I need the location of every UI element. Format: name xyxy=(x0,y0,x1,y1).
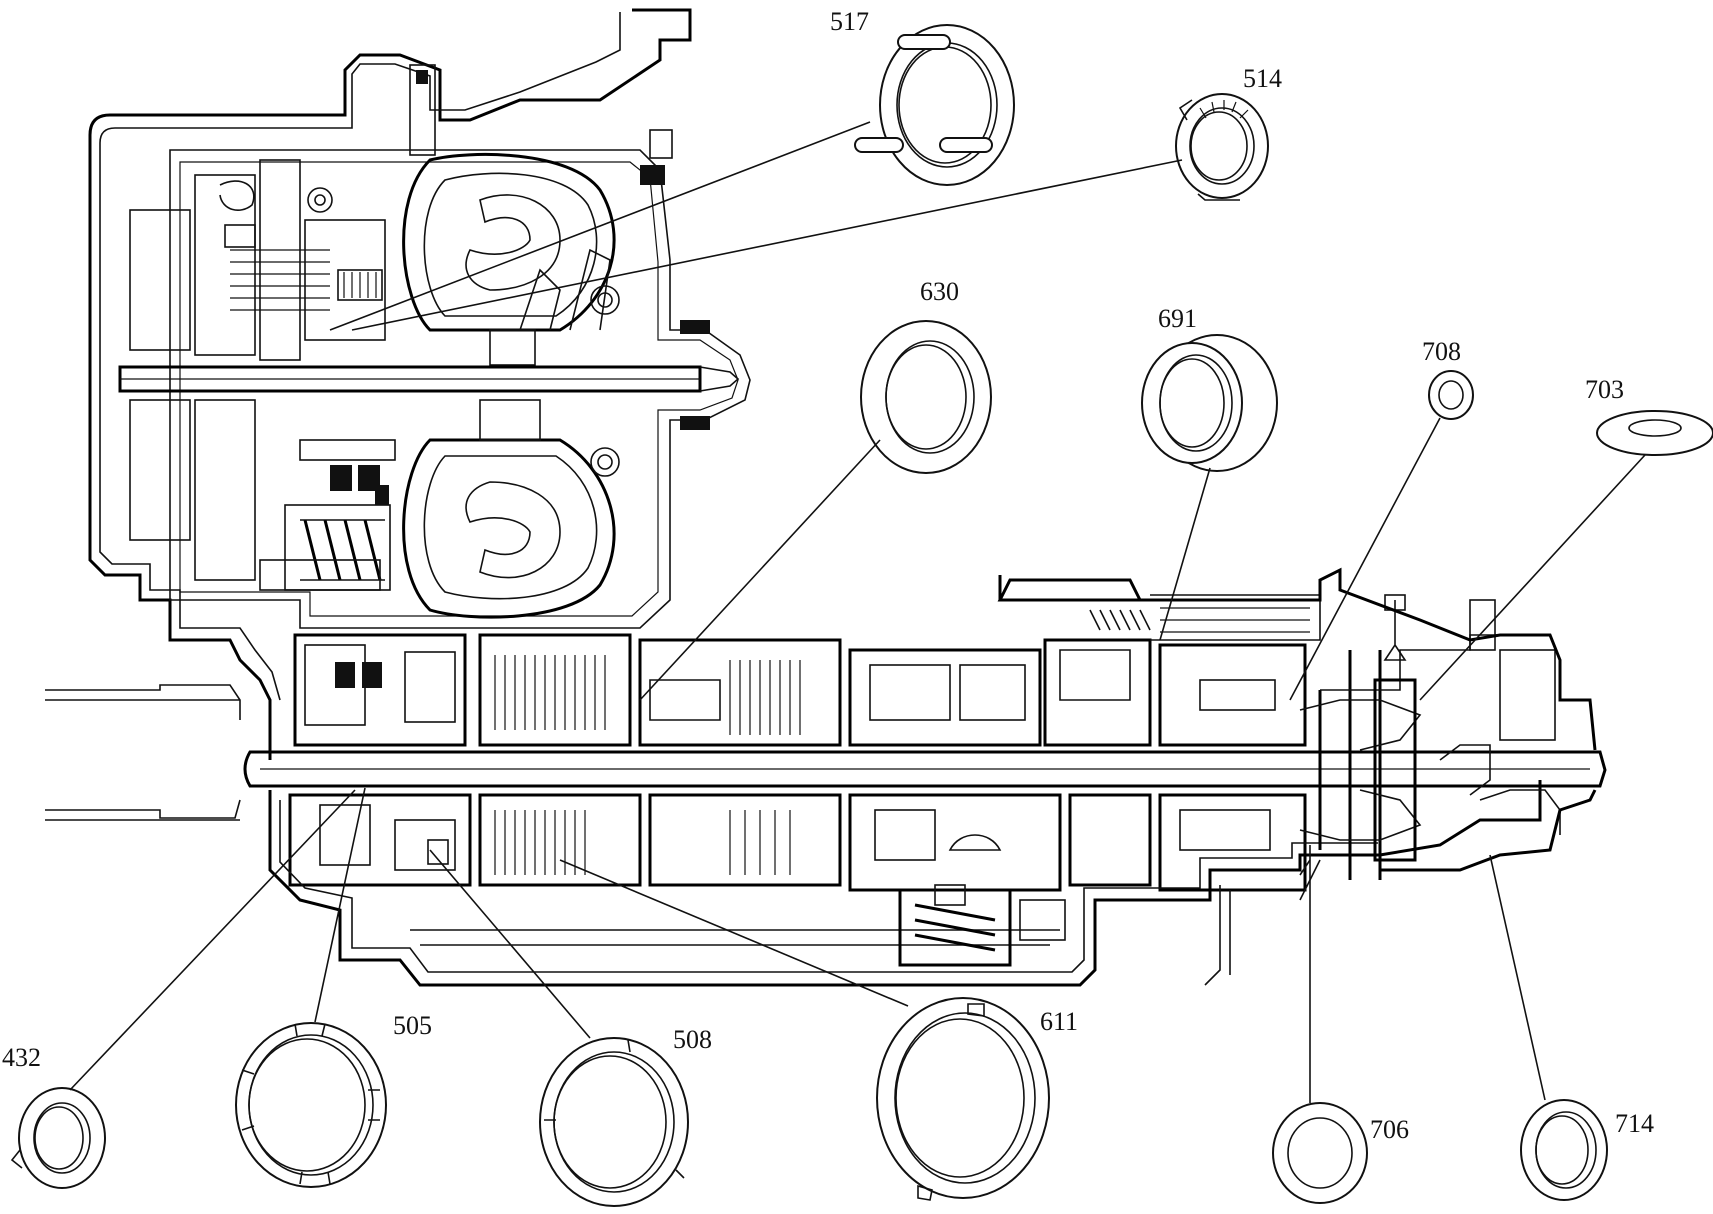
converter-case xyxy=(169,149,751,629)
part-714-washer xyxy=(1520,1099,1608,1201)
gear-train-upper xyxy=(293,578,1321,747)
label-691: 691 xyxy=(1158,304,1197,333)
lower-valve-springs xyxy=(898,884,1066,967)
lower-case-outline xyxy=(268,780,1542,987)
label-505: 505 xyxy=(393,1011,432,1040)
part-508-thrust-bearing xyxy=(539,1037,689,1207)
part-505-thrust-bearing xyxy=(235,1022,387,1188)
label-517: 517 xyxy=(830,7,869,36)
upper-housing-outline xyxy=(88,8,692,760)
transmission-assembly xyxy=(45,8,1607,987)
label-714: 714 xyxy=(1615,1109,1654,1138)
right-housing-outline xyxy=(998,567,1597,751)
label-630: 630 xyxy=(920,277,959,306)
part-703-washer xyxy=(1596,410,1713,456)
exploded-parts xyxy=(10,24,1713,1207)
upper-housing-inner xyxy=(99,12,621,701)
label-508: 508 xyxy=(673,1025,712,1054)
label-514: 514 xyxy=(1243,64,1282,93)
left-stub-shaft xyxy=(45,684,241,821)
part-611-thrust-bearing xyxy=(876,997,1050,1201)
oil-pan xyxy=(410,929,1060,946)
part-514-thrust-washer xyxy=(1175,93,1269,201)
lower-clutch-springs xyxy=(129,399,396,591)
label-706: 706 xyxy=(1370,1115,1409,1144)
torque-converter-lower xyxy=(402,329,620,619)
part-708-washer xyxy=(1428,370,1474,420)
main-output-shaft xyxy=(243,750,1607,788)
gear-train-lower xyxy=(288,793,1307,892)
differential xyxy=(1299,594,1561,880)
converter-case-inner xyxy=(179,161,739,617)
callout-labels: 517 514 630 691 708 703 432 505 508 611 … xyxy=(2,7,1654,1144)
label-708: 708 xyxy=(1422,337,1461,366)
part-706-washer xyxy=(1272,1102,1368,1204)
label-432: 432 xyxy=(2,1043,41,1072)
part-517-thrust-bearing xyxy=(854,24,1015,186)
part-432-thrust-washer xyxy=(10,1087,106,1189)
part-691-bushing xyxy=(1141,334,1278,472)
label-611: 611 xyxy=(1040,1007,1078,1036)
lower-case-inner xyxy=(279,800,1378,973)
torque-converter-upper xyxy=(402,152,620,332)
right-housing-lower xyxy=(1380,789,1597,872)
label-703: 703 xyxy=(1585,375,1624,404)
part-630-washer xyxy=(860,320,992,474)
upper-clutch-pack xyxy=(129,64,710,430)
leader-lines xyxy=(69,121,1646,1103)
